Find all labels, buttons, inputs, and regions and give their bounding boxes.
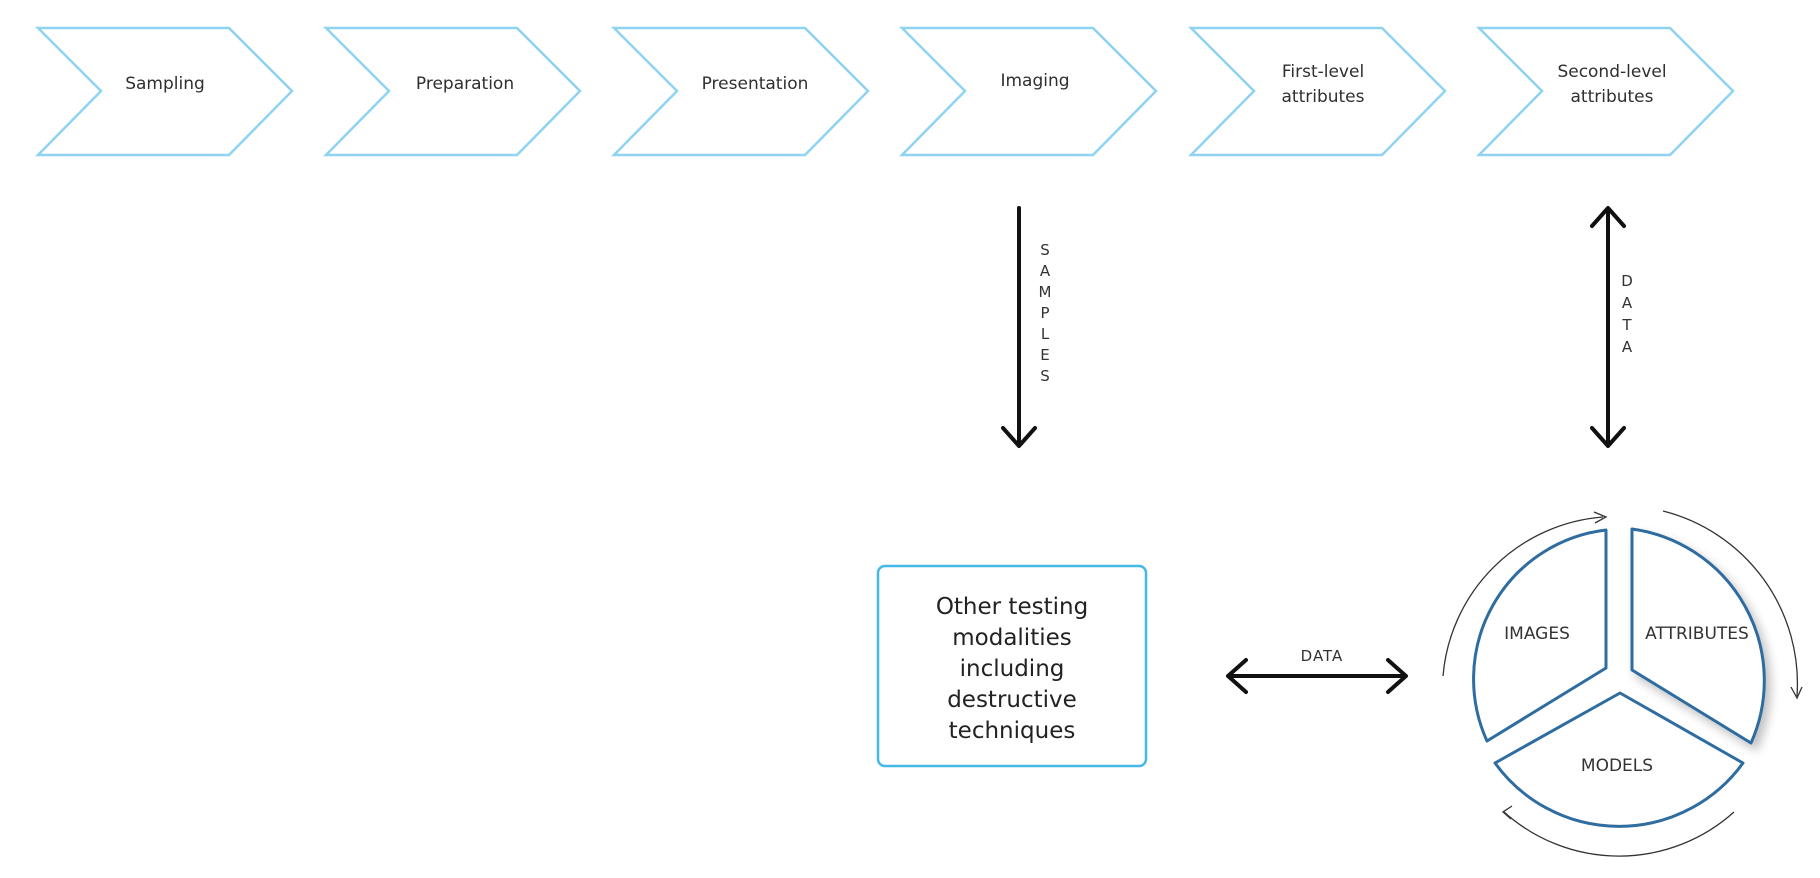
chevron-shape [898,26,1158,157]
box-text-line: techniques [949,718,1076,744]
step-sampling: Sampling [34,26,294,157]
chevron-shape [34,26,294,157]
step-label-line: Second-level [1557,62,1666,82]
box-border [876,564,1148,768]
cycle-arrow-bottom [1503,811,1735,857]
samples-label-letter: A [1040,262,1051,280]
cycle-diagram: IMAGES ATTRIBUTES MODELS [1442,510,1803,857]
step-label-line: First-level [1282,62,1364,82]
cycle-arrow-top-left [1442,516,1604,677]
cycle-arrowhead [1790,686,1803,700]
samples-label-letter: P [1040,304,1049,322]
step-label-line: Presentation [702,74,809,94]
box-text-line: modalities [952,625,1072,651]
cycle-arrowhead [1501,805,1513,820]
data-label-letter: A [1622,294,1633,312]
data-label-letter: A [1622,338,1633,356]
step-presentation: Presentation [610,26,870,157]
step-label-line: Imaging [1000,71,1069,91]
step-first-level-attributes: First-level attributes [1187,26,1447,157]
segment-label-attributes: ATTRIBUTES [1645,624,1749,644]
chevron-shape [610,26,870,157]
testing-modalities-box: Other testing modalities including destr… [876,564,1148,768]
step-label-line: attributes [1570,87,1653,107]
arrow-head-right [1386,658,1408,694]
chevron-shape [322,26,582,157]
segment-images [1472,528,1608,743]
chevron-shape [1475,26,1735,157]
segment-attributes [1630,527,1766,745]
chevron-shape [1187,26,1447,157]
samples-label-letter: L [1041,325,1050,343]
samples-label-letter: M [1039,283,1052,301]
box-text-line: Other testing [936,594,1088,620]
process-steps: Sampling Preparation Presentation Imagin… [34,26,1735,157]
arrow-head-down [1590,426,1626,448]
samples-label-letter: E [1040,346,1049,364]
step-second-level-attributes: Second-level attributes [1475,26,1735,157]
segment-label-models: MODELS [1581,756,1653,776]
data-vertical-arrow-label: DATA [1621,272,1633,356]
data-label-letter: D [1621,272,1633,290]
step-label-line: attributes [1281,87,1364,107]
box-text-line: destructive [947,687,1077,713]
data-vertical-arrow: DATA [1590,206,1633,448]
arrow-head-up [1590,206,1626,228]
data-horizontal-arrow: DATA [1226,647,1408,694]
step-label-line: Preparation [416,74,514,94]
segment-label-images: IMAGES [1504,624,1570,644]
samples-label-letter: S [1040,367,1050,385]
arrow-head-down [1001,426,1037,448]
data-horizontal-arrow-label: DATA [1301,647,1344,665]
box-text-line: including [960,656,1065,682]
cycle-arrow-right [1662,510,1799,697]
cycle-arrowhead [1593,511,1608,524]
step-imaging: Imaging [898,26,1158,157]
step-preparation: Preparation [322,26,582,157]
step-label-line: Sampling [125,74,205,94]
samples-label-letter: S [1040,241,1050,259]
data-label-letter: T [1621,316,1632,334]
arrow-head-left [1226,658,1248,694]
segment-models [1493,691,1745,828]
